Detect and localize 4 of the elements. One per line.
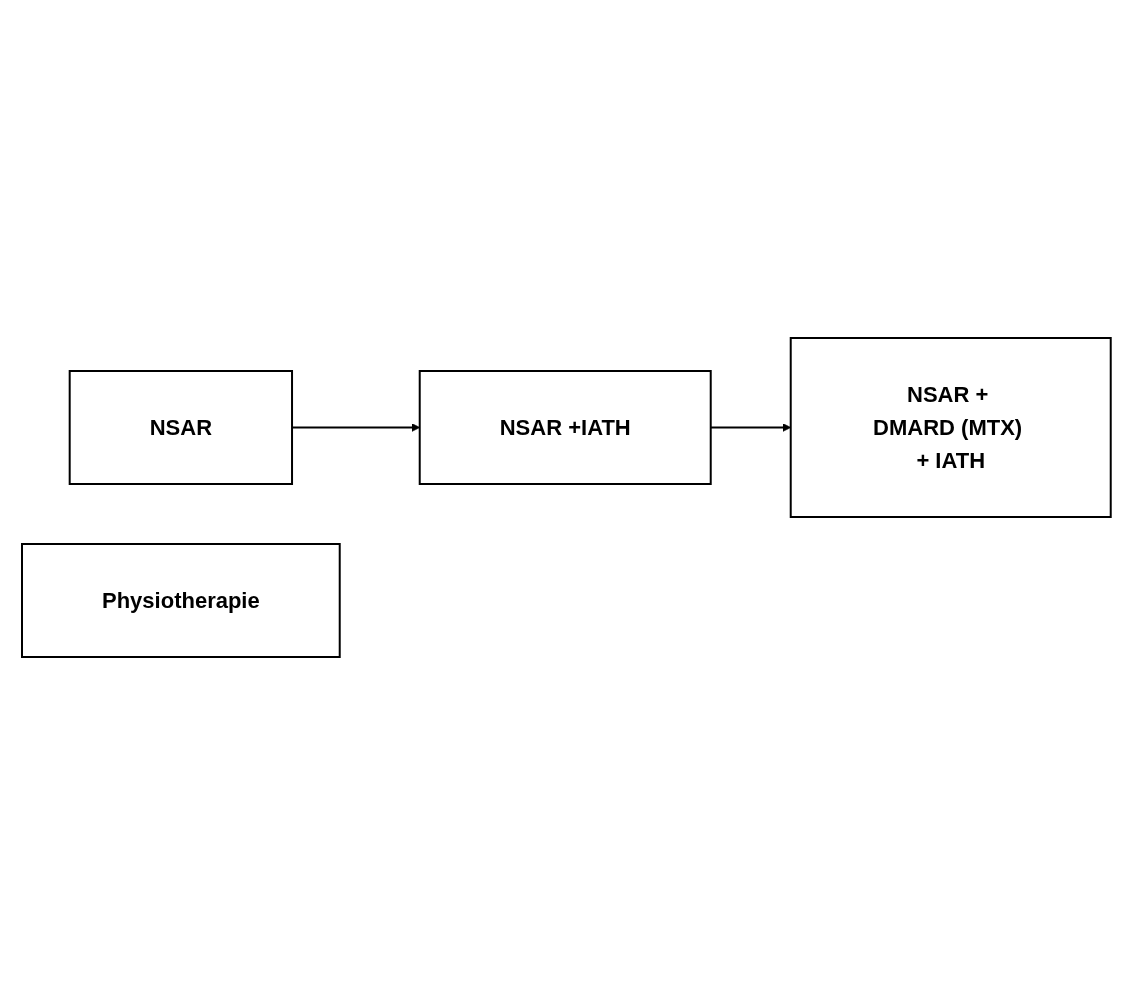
node-box: NSAR +IATH	[418, 370, 712, 485]
node-box: NSAR	[68, 370, 294, 485]
node-box: Physiotherapie	[21, 543, 341, 658]
node-box: NSAR + DMARD (MTX) + IATH	[789, 337, 1112, 518]
